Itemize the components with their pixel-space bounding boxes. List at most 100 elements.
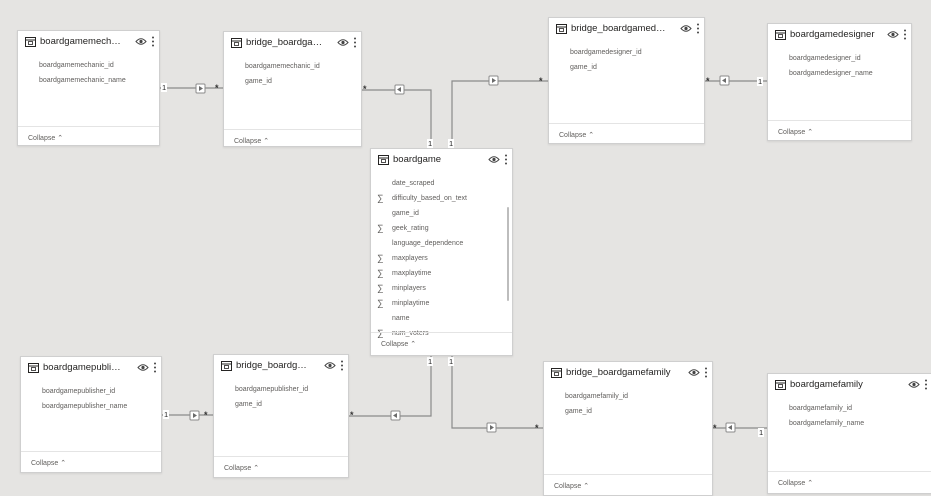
table-card-boardgame[interactable]: boardgame date_scraped ∑difficulty_based_o… xyxy=(370,148,513,356)
collapse-toggle[interactable]: Collapse ⌃ xyxy=(559,131,594,139)
more-options-icon[interactable] xyxy=(151,36,155,47)
field-list-scrollbar[interactable] xyxy=(507,207,509,301)
field-row[interactable]: game_id xyxy=(371,207,512,222)
table-title: boardgamemechanic xyxy=(40,36,123,47)
field-name: boardgamepublisher_name xyxy=(42,403,128,410)
field-name: game_id xyxy=(235,401,262,408)
field-name: date_scraped xyxy=(392,180,435,187)
collapse-toggle[interactable]: Collapse ⌃ xyxy=(778,128,813,136)
divider xyxy=(224,129,361,130)
field-row[interactable]: game_id xyxy=(214,398,348,413)
table-header[interactable]: boardgamedesigner xyxy=(768,24,911,46)
more-options-icon[interactable] xyxy=(504,154,508,165)
field-name: boardgamefamily_id xyxy=(789,405,853,412)
table-title: boardgamedesigner xyxy=(790,29,875,40)
table-header[interactable]: bridge_boardgamefamily xyxy=(544,362,712,384)
visibility-eye-icon[interactable] xyxy=(908,380,920,389)
field-row[interactable]: boardgamefamily_id xyxy=(768,402,931,417)
visibility-eye-icon[interactable] xyxy=(680,24,692,33)
collapse-toggle[interactable]: Collapse ⌃ xyxy=(28,134,63,142)
field-row[interactable]: ∑minplaytime xyxy=(371,297,512,312)
field-row[interactable]: date_scraped xyxy=(371,177,512,192)
sigma-icon: ∑ xyxy=(377,193,384,203)
field-name: boardgamedesigner_name xyxy=(789,70,873,77)
more-options-icon[interactable] xyxy=(696,23,700,34)
field-row[interactable]: boardgamepublisher_id xyxy=(214,383,348,398)
field-row[interactable]: ∑maxplayers xyxy=(371,252,512,267)
table-header[interactable]: bridge_boardgamem... xyxy=(224,32,361,54)
field-row[interactable]: boardgamefamily_id xyxy=(544,390,712,405)
field-list: boardgamefamily_id boardgamefamily_name xyxy=(768,402,931,432)
table-header[interactable]: boardgamepublisher xyxy=(21,357,161,379)
field-row[interactable]: boardgamepublisher_id xyxy=(21,385,161,400)
field-row[interactable]: boardgamemechanic_name xyxy=(18,74,159,89)
collapse-toggle[interactable]: Collapse ⌃ xyxy=(778,479,813,487)
collapse-toggle[interactable]: Collapse ⌃ xyxy=(234,137,269,145)
table-header[interactable]: bridge_boardgamep... xyxy=(214,355,348,377)
more-options-icon[interactable] xyxy=(903,29,907,40)
more-options-icon[interactable] xyxy=(340,360,344,371)
table-card-bridge-boardgamepublisher[interactable]: bridge_boardgamep... boardgamepublisher_i… xyxy=(213,354,349,478)
collapse-toggle[interactable]: Collapse ⌃ xyxy=(31,459,66,467)
chevron-up-icon: ⌃ xyxy=(60,460,67,467)
visibility-eye-icon[interactable] xyxy=(337,38,349,47)
table-header[interactable]: boardgamemechanic xyxy=(18,31,159,53)
cardinality-many: * xyxy=(215,83,219,93)
table-title: bridge_boardgamep... xyxy=(236,360,312,371)
collapse-toggle[interactable]: Collapse ⌃ xyxy=(554,482,589,490)
field-row[interactable]: game_id xyxy=(224,75,361,90)
chevron-up-icon: ⌃ xyxy=(57,135,64,142)
field-name: game_id xyxy=(392,210,419,217)
more-options-icon[interactable] xyxy=(153,362,157,373)
field-row[interactable]: boardgamefamily_name xyxy=(768,417,931,432)
field-name: boardgamemechanic_id xyxy=(245,63,320,70)
field-row[interactable]: ∑difficulty_based_on_text xyxy=(371,192,512,207)
table-card-bridge-boardgamedesigner[interactable]: bridge_boardgamedesign... boardgamedesign… xyxy=(548,17,705,144)
table-header[interactable]: boardgame xyxy=(371,149,512,171)
table-card-bridge-boardgamefamily[interactable]: bridge_boardgamefamily boardgamefamily_id… xyxy=(543,361,713,496)
field-row[interactable]: ∑num_voters xyxy=(371,327,512,342)
field-name: boardgamefamily_id xyxy=(565,393,629,400)
field-row[interactable]: ∑geek_rating xyxy=(371,222,512,237)
divider xyxy=(18,126,159,127)
visibility-eye-icon[interactable] xyxy=(488,155,500,164)
chevron-up-icon: ⌃ xyxy=(588,132,595,139)
more-options-icon[interactable] xyxy=(924,379,928,390)
visibility-eye-icon[interactable] xyxy=(137,363,149,372)
field-row[interactable]: boardgamepublisher_name xyxy=(21,400,161,415)
table-card-bridge-boardgamemechanic[interactable]: bridge_boardgamem... boardgamemechanic_id… xyxy=(223,31,362,147)
table-icon xyxy=(231,38,242,48)
collapse-toggle[interactable]: Collapse ⌃ xyxy=(224,464,259,472)
cardinality-many: * xyxy=(706,76,710,86)
visibility-eye-icon[interactable] xyxy=(324,361,336,370)
table-header[interactable]: boardgamefamily xyxy=(768,374,931,396)
field-row[interactable]: boardgamedesigner_id xyxy=(549,46,704,61)
field-row[interactable]: ∑maxplaytime xyxy=(371,267,512,282)
table-header[interactable]: bridge_boardgamedesign... xyxy=(549,18,704,40)
field-row[interactable]: language_dependence xyxy=(371,237,512,252)
divider xyxy=(768,471,931,472)
collapse-toggle[interactable]: Collapse ⌃ xyxy=(381,340,416,348)
visibility-eye-icon[interactable] xyxy=(887,30,899,39)
field-row[interactable]: boardgamemechanic_id xyxy=(224,60,361,75)
more-options-icon[interactable] xyxy=(353,37,357,48)
sigma-icon: ∑ xyxy=(377,268,384,278)
field-row[interactable]: game_id xyxy=(549,61,704,76)
field-name: maxplayers xyxy=(392,255,428,262)
chevron-up-icon: ⌃ xyxy=(807,129,814,136)
visibility-eye-icon[interactable] xyxy=(688,368,700,377)
more-options-icon[interactable] xyxy=(704,367,708,378)
field-row[interactable]: name xyxy=(371,312,512,327)
visibility-eye-icon[interactable] xyxy=(135,37,147,46)
field-row[interactable]: boardgamedesigner_name xyxy=(768,67,911,82)
field-row[interactable]: ∑minplayers xyxy=(371,282,512,297)
field-row[interactable]: boardgamedesigner_id xyxy=(768,52,911,67)
collapse-label: Collapse xyxy=(778,129,806,136)
field-row[interactable]: game_id xyxy=(544,405,712,420)
divider xyxy=(371,332,512,333)
field-row[interactable]: boardgamemechanic_id xyxy=(18,59,159,74)
